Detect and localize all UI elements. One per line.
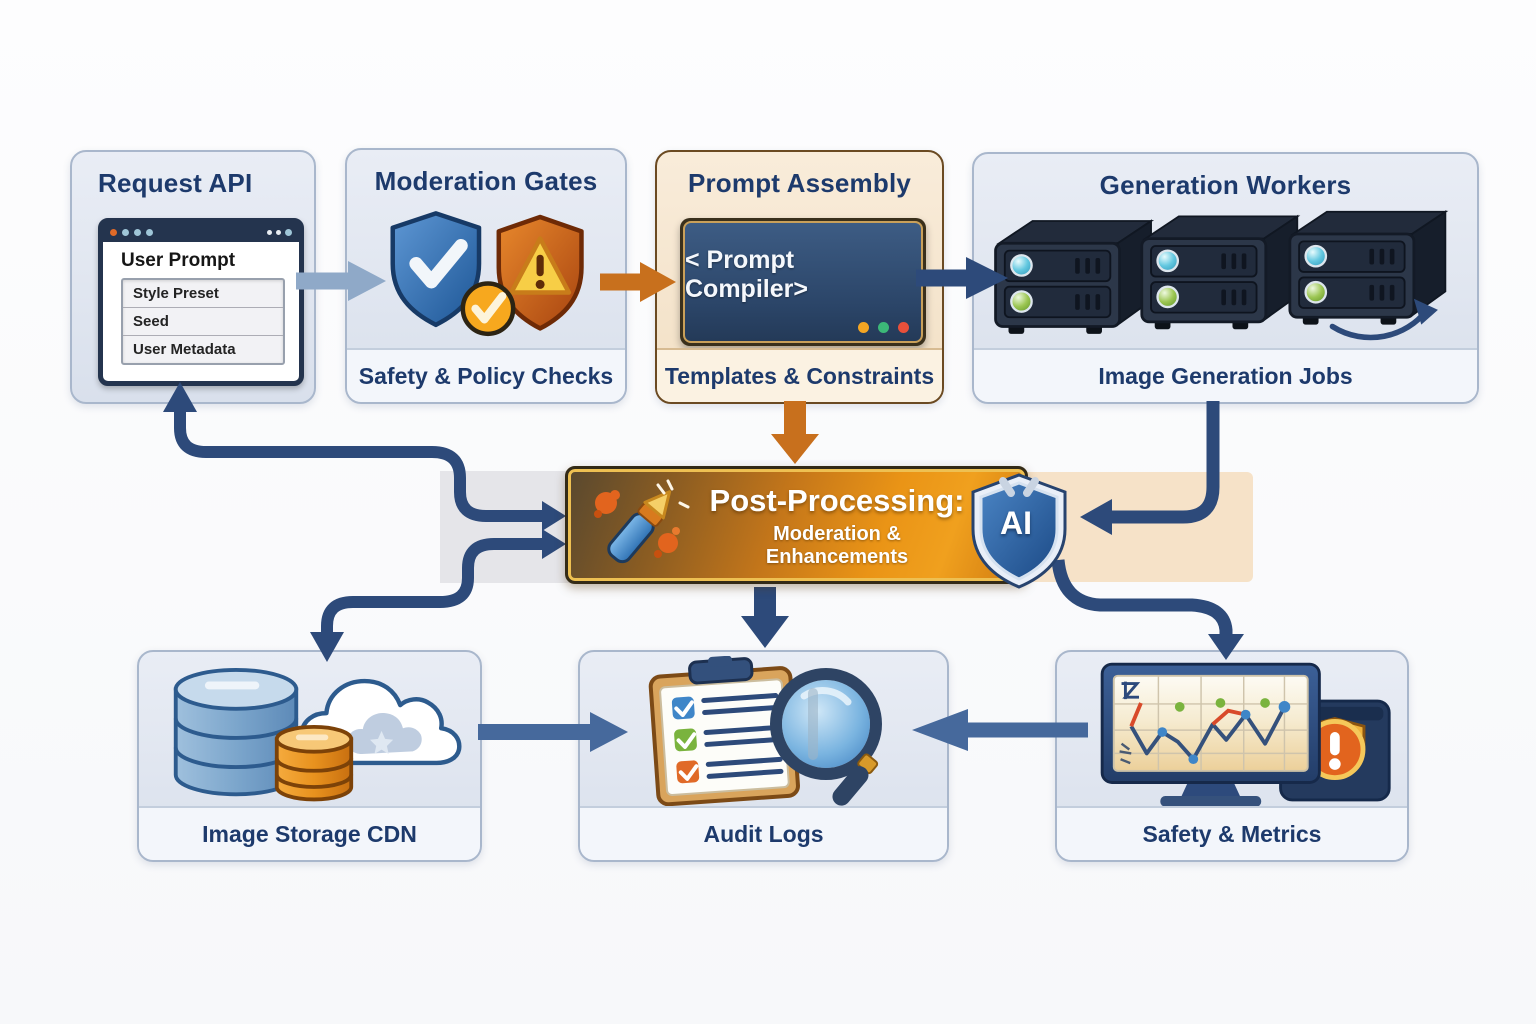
prompt-assembly-caption: Templates & Constraints bbox=[657, 348, 942, 402]
generation-workers-title: Generation Workers bbox=[1099, 170, 1352, 200]
window-dot-icon bbox=[110, 229, 117, 236]
window-dot-icon bbox=[267, 230, 272, 235]
image-storage-label: Image Storage CDN bbox=[139, 806, 480, 860]
field-user-metadata[interactable]: User Metadata bbox=[123, 335, 283, 363]
node-moderation-gates: Moderation Gates bbox=[345, 148, 627, 404]
shields-icon bbox=[380, 208, 596, 355]
node-audit-logs: Audit Logs bbox=[578, 650, 949, 862]
post-processing-subtitle: Moderation & Enhancements bbox=[765, 523, 909, 568]
prompt-compiler-screen: < Prompt Compiler> bbox=[680, 218, 926, 346]
audit-logs-label: Audit Logs bbox=[580, 806, 947, 860]
safety-metrics-label: Safety & Metrics bbox=[1057, 806, 1407, 860]
prompt-fields-panel[interactable]: Style Preset Seed User Metadata bbox=[121, 278, 285, 365]
user-prompt-heading: User Prompt bbox=[121, 250, 236, 271]
metrics-monitor-icon bbox=[1100, 662, 1321, 807]
node-generation-workers: Generation Workers bbox=[972, 152, 1479, 404]
window-dot-icon bbox=[146, 229, 153, 236]
window-dot-icon bbox=[276, 230, 281, 235]
ai-shield-label: AI bbox=[1000, 505, 1032, 541]
node-request-api: Request API User Prompt Style Preset See… bbox=[70, 150, 316, 404]
audit-icons bbox=[632, 655, 932, 811]
ai-shield-icon bbox=[967, 473, 1071, 589]
node-safety-metrics: Safety & Metrics bbox=[1055, 650, 1409, 862]
edge-prompt-to-postprocessing bbox=[771, 401, 819, 464]
safety-icons bbox=[1075, 660, 1395, 813]
window-dot-icon bbox=[285, 229, 292, 236]
browser-window-icon: User Prompt Style Preset Seed User Metad… bbox=[98, 218, 304, 386]
node-image-storage: Image Storage CDN bbox=[137, 650, 482, 862]
field-seed[interactable]: Seed bbox=[123, 307, 283, 335]
field-style-preset[interactable]: Style Preset bbox=[133, 285, 219, 302]
magnifier-icon bbox=[770, 668, 882, 806]
approved-badge-icon bbox=[460, 281, 516, 337]
node-post-processing: Post-Processing: Moderation & Enhancemen… bbox=[565, 466, 1067, 589]
warning-shield-icon bbox=[496, 214, 584, 331]
paint-pen-icon bbox=[584, 477, 696, 582]
request-api-title: Request API bbox=[98, 168, 253, 198]
node-prompt-assembly: Prompt Assembly < Prompt Compiler> Templ… bbox=[655, 150, 944, 404]
post-processing-title: Post-Processing: bbox=[709, 483, 965, 518]
checklist-clipboard-icon bbox=[648, 655, 800, 807]
prompt-assembly-title: Prompt Assembly bbox=[687, 168, 912, 198]
moderation-gates-title: Moderation Gates bbox=[374, 166, 598, 196]
moderation-gates-caption: Safety & Policy Checks bbox=[347, 348, 625, 402]
server-racks-icon bbox=[990, 206, 1462, 353]
edge-postprocessing-to-audit bbox=[741, 587, 789, 648]
generation-workers-caption: Image Generation Jobs bbox=[974, 348, 1477, 402]
screen-status-dots bbox=[849, 322, 909, 333]
prompt-compiler-text: < Prompt Compiler> bbox=[685, 246, 808, 303]
window-dot-icon bbox=[134, 229, 141, 236]
browser-titlebar bbox=[103, 223, 299, 242]
database-orange-icon bbox=[271, 724, 357, 813]
window-dot-icon bbox=[122, 229, 129, 236]
